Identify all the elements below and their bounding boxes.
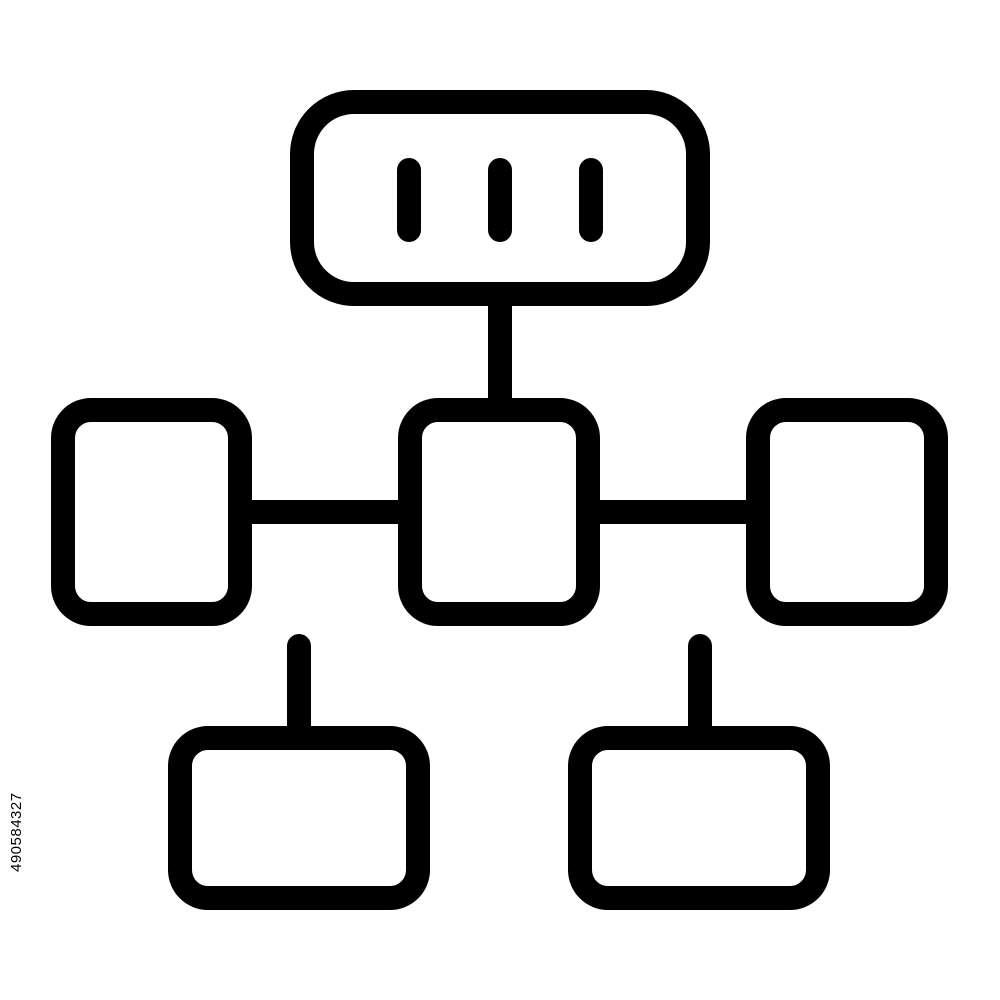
middle-left-box [51, 398, 252, 626]
bottom-left-box [168, 726, 430, 910]
middle-center-box [398, 398, 600, 626]
stock-id-label: 490584327 [8, 792, 25, 872]
middle-right-box [746, 398, 948, 626]
bottom-right-box [568, 726, 830, 910]
